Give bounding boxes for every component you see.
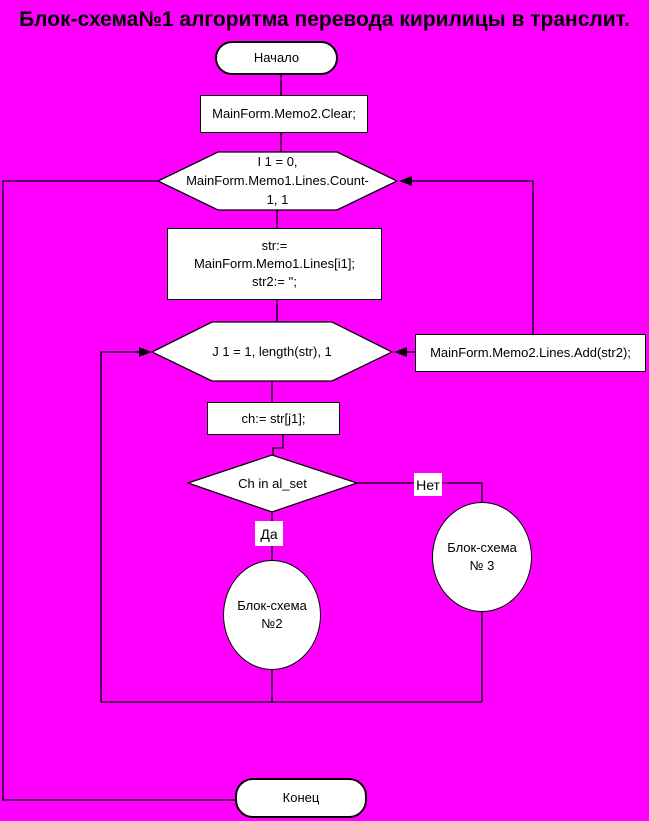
decision-diamond — [185, 454, 360, 513]
process-add-box: MainForm.Memo2.Lines.Add(str2); — [415, 334, 646, 372]
edge-ch-decision — [272, 435, 284, 456]
loop-j-hexagon — [150, 321, 394, 382]
process-str-line1: str:= — [261, 238, 288, 253]
decision-shapes — [150, 151, 399, 513]
block3-line1: Блок-схема — [447, 540, 517, 555]
page-title: Блок-схема№1 алгоритма перевода кирилицы… — [19, 8, 630, 31]
start-label: Начало — [253, 50, 300, 65]
process-str-line2: MainForm.Memo1.Lines[i1]; — [193, 256, 356, 271]
yes-edge-label: Да — [255, 521, 283, 546]
process-ch-label: ch:= str[j1]; — [241, 410, 306, 426]
end-label: Конец — [282, 790, 320, 805]
arrow-into-loopi-right-icon — [399, 176, 412, 186]
loop-i-line1: I 1 = 0, — [257, 153, 298, 169]
arrow-into-loopj-left-icon — [139, 347, 152, 357]
loop-i-line2: MainForm.Memo1.Lines.Count- — [186, 172, 369, 188]
block2-line1: Блок-схема — [237, 598, 307, 613]
process-add-label: MainForm.Memo2.Lines.Add(str2); — [430, 345, 631, 360]
process-clear-label: MainForm.Memo2.Clear; — [212, 106, 356, 121]
edge-loopback-j — [100, 351, 149, 702]
arrow-into-loopj-right-icon — [394, 347, 407, 357]
loop-i-hexagon — [156, 151, 399, 211]
process-ch-box: ch:= str[j1]; — [207, 402, 340, 435]
block3-line2: № 3 — [469, 558, 495, 573]
no-edge-label: Нет — [414, 473, 442, 496]
process-str-box: str:= MainForm.Memo1.Lines[i1]; str2:= '… — [167, 228, 382, 300]
subroutine-block2-ellipse: Блок-схема №2 — [223, 560, 321, 670]
edge-decision-no — [357, 482, 483, 503]
block2-line2: №2 — [261, 616, 283, 631]
arrowheads — [139, 176, 412, 357]
edge-loopi-end — [2, 180, 235, 801]
start-terminator: Начало — [215, 41, 338, 75]
loop-j-text: J 1 = 1, length(str), 1 — [212, 344, 332, 359]
process-clear-box: MainForm.Memo2.Clear; — [200, 95, 368, 133]
loop-i-line3: 1, 1 — [266, 191, 289, 207]
decision-text: Ch in al_set — [238, 476, 307, 491]
loop-i-text: I 1 = 0, MainForm.Memo1.Lines.Count- 1, … — [160, 150, 395, 210]
process-str-line3: str2:= ''; — [251, 274, 298, 289]
connector-lines — [2, 75, 534, 801]
edge-add-loopi — [401, 180, 534, 334]
end-terminator: Конец — [235, 778, 367, 818]
subroutine-block3-ellipse: Блок-схема № 3 — [432, 502, 532, 612]
